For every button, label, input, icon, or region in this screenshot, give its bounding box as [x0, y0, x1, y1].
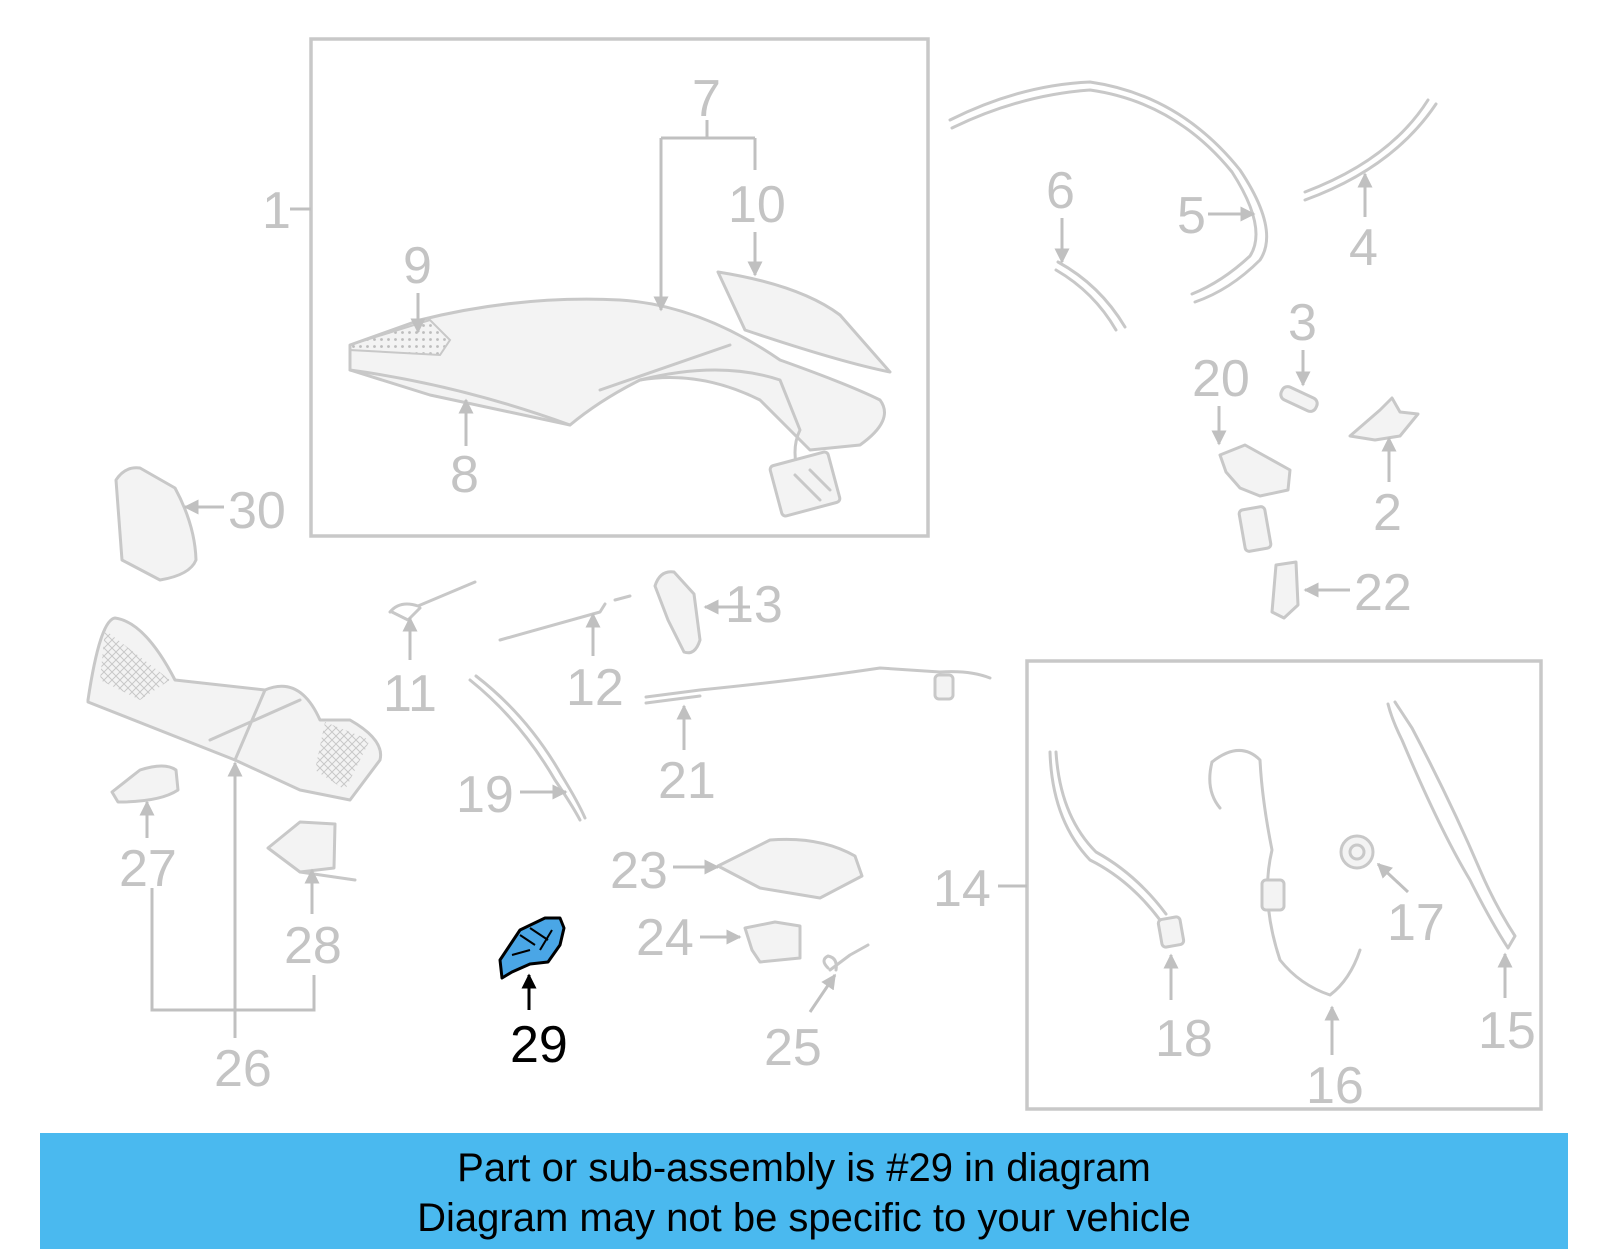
- strip-15-part: [1386, 700, 1517, 950]
- rod-11-part: [388, 580, 477, 622]
- cable-21-part: [644, 666, 992, 705]
- soft-top-part: [348, 297, 886, 518]
- frame-26-part: [86, 616, 383, 802]
- seal-6-part: [1054, 260, 1127, 332]
- bracket-27-part: [110, 764, 180, 804]
- callout-30: 30: [228, 482, 286, 540]
- callout-2: 2: [1373, 484, 1402, 542]
- callout-29: 29: [510, 1016, 568, 1074]
- banner-line-1: Part or sub-assembly is #29 in diagram: [457, 1146, 1151, 1190]
- callout-13: 13: [725, 576, 783, 634]
- callout-8: 8: [450, 446, 479, 504]
- callout-6: 6: [1046, 162, 1075, 220]
- callout-18: 18: [1155, 1010, 1213, 1068]
- cable-12-part: [498, 594, 632, 642]
- bracket-2-part: [1348, 396, 1420, 442]
- rear-window-part: [716, 270, 892, 374]
- cover-30-part: [114, 466, 198, 582]
- callout-5: 5: [1177, 187, 1206, 245]
- callout-17: 17: [1387, 894, 1445, 952]
- callout-23: 23: [610, 842, 668, 900]
- bracket-28-part: [266, 820, 337, 874]
- clip-25-part: [822, 943, 870, 972]
- soft-top-assembly-box: [309, 37, 930, 538]
- callout-26: 26: [214, 1040, 272, 1098]
- callout-1: 1: [262, 182, 291, 240]
- callout-21: 21: [658, 752, 716, 810]
- callout-15: 15: [1478, 1002, 1536, 1060]
- highlighted-part-29: [498, 916, 566, 980]
- callout-16: 16: [1306, 1057, 1364, 1115]
- bracket-24-part: [743, 920, 802, 964]
- cover-23-part: [716, 837, 864, 900]
- callout-10: 10: [728, 176, 786, 234]
- grommet-17-part: [1339, 834, 1375, 870]
- callout-20: 20: [1192, 350, 1250, 408]
- cable-16-part: [1210, 749, 1362, 997]
- bracket-22-part: [1270, 560, 1300, 620]
- callout-19: 19: [456, 766, 514, 824]
- callout-14: 14: [933, 860, 991, 918]
- info-banner: Part or sub-assembly is #29 in diagram D…: [40, 1133, 1568, 1249]
- bracket-13-part: [653, 570, 702, 655]
- seal-5-part: [948, 80, 1269, 304]
- callout-4: 4: [1349, 219, 1378, 277]
- callout-12: 12: [566, 659, 624, 717]
- seal-4-part: [1303, 98, 1438, 202]
- callout-11: 11: [383, 665, 437, 723]
- motor-latch-part: [1218, 443, 1292, 553]
- callout-9: 9: [403, 237, 432, 295]
- strip-19-part: [468, 674, 587, 822]
- callout-7: 7: [692, 70, 721, 128]
- cable-18-part: [1048, 750, 1168, 922]
- callout-27: 27: [119, 840, 177, 898]
- callout-28: 28: [284, 917, 342, 975]
- callout-22: 22: [1354, 564, 1412, 622]
- callout-24: 24: [636, 909, 694, 967]
- pin-part: [1279, 385, 1319, 413]
- callout-3: 3: [1288, 294, 1317, 352]
- callout-25: 25: [764, 1019, 822, 1077]
- banner-line-2: Diagram may not be specific to your vehi…: [417, 1196, 1191, 1240]
